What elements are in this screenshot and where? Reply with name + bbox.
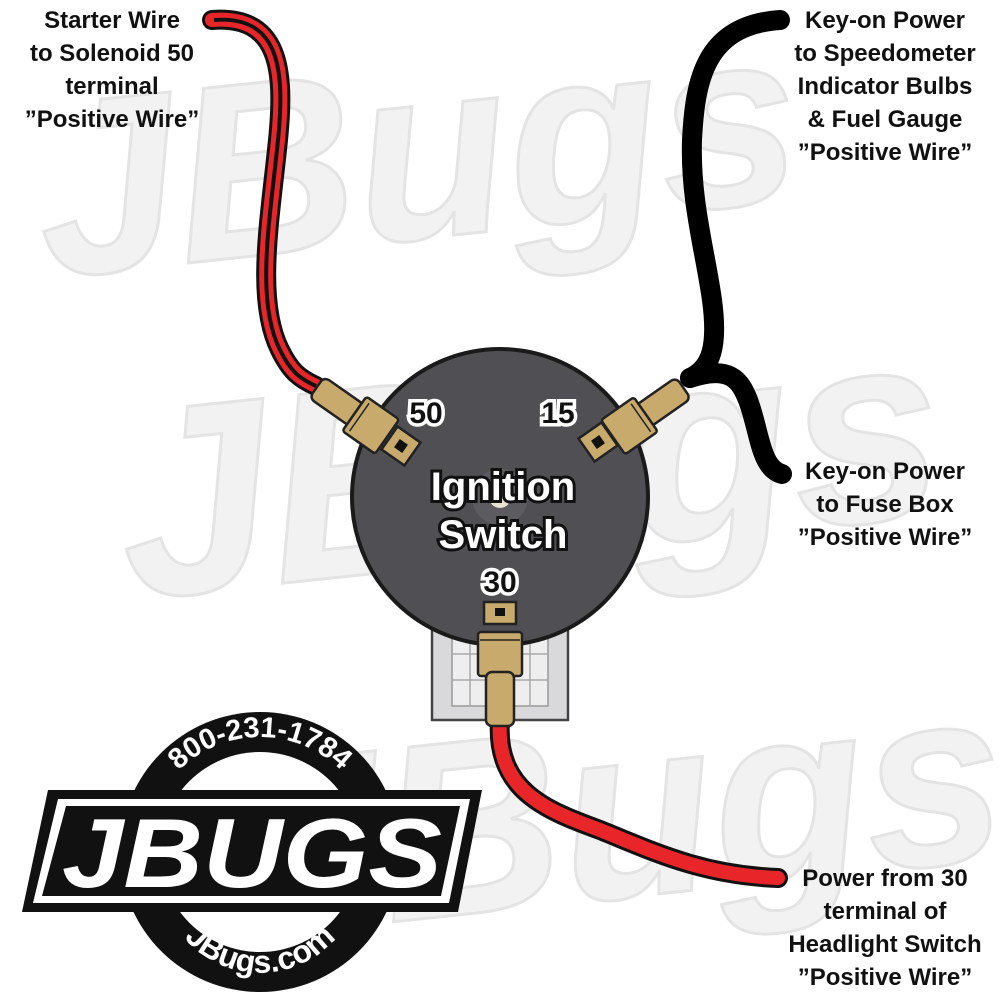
label-line: Key-on Power [804,7,966,34]
label-line: terminal of [823,898,947,925]
terminal-15-label: 15 [541,397,574,430]
switch-key-slot [489,486,511,508]
logo-brand: JBUGS [62,798,442,908]
terminal-tab-15 [576,420,620,464]
terminal-tab-50 [379,424,423,468]
red-wire-starter-stripe [213,17,317,388]
switch-title-line1: Ignition [431,465,575,509]
label-line: Key-on Power [804,458,966,485]
label-line: & Fuel Gauge [807,106,963,133]
label-line: terminal [65,73,159,100]
terminal-30-label: 30 [483,566,516,599]
watermark-text: JBugs [22,0,811,331]
red-wire-headlight-fill [492,713,785,885]
label-line: to Solenoid 50 [29,40,194,67]
label-line: Power from 30 [802,865,968,892]
black-wire-speedometer [680,10,790,388]
label-line: to Speedometer [794,40,976,67]
switch-title-line2: Switch [439,513,568,557]
headlight-power-label: Power from 30 terminal of Headlight Swit… [770,862,1000,994]
label-line: ”Positive Wire” [797,524,973,551]
fuse-box-power-label: Key-on Power to Fuse Box ”Positive Wire” [770,455,1000,554]
starter-wire-label: Starter Wire to Solenoid 50 terminal ”Po… [2,4,222,136]
terminal-tab-30 [482,600,518,626]
connector-15 [600,378,690,455]
label-line: to Fuse Box [816,491,954,518]
label-line: ”Positive Wire” [797,964,973,991]
jbugs-logo: 800-231-1784 JBugs.com JBUGS [22,712,482,992]
connector-30 [476,630,524,728]
connector-50 [310,377,400,454]
black-wire-fuse-box [680,363,792,484]
label-line: Starter Wire [44,7,180,34]
label-line: ”Positive Wire” [797,139,973,166]
label-line: Indicator Bulbs [797,73,973,100]
terminal-50-label: 50 [409,397,442,430]
speedometer-power-label: Key-on Power to Speedometer Indicator Bu… [770,4,1000,169]
label-line: Headlight Switch [788,931,982,958]
label-line: ”Positive Wire” [24,106,200,133]
